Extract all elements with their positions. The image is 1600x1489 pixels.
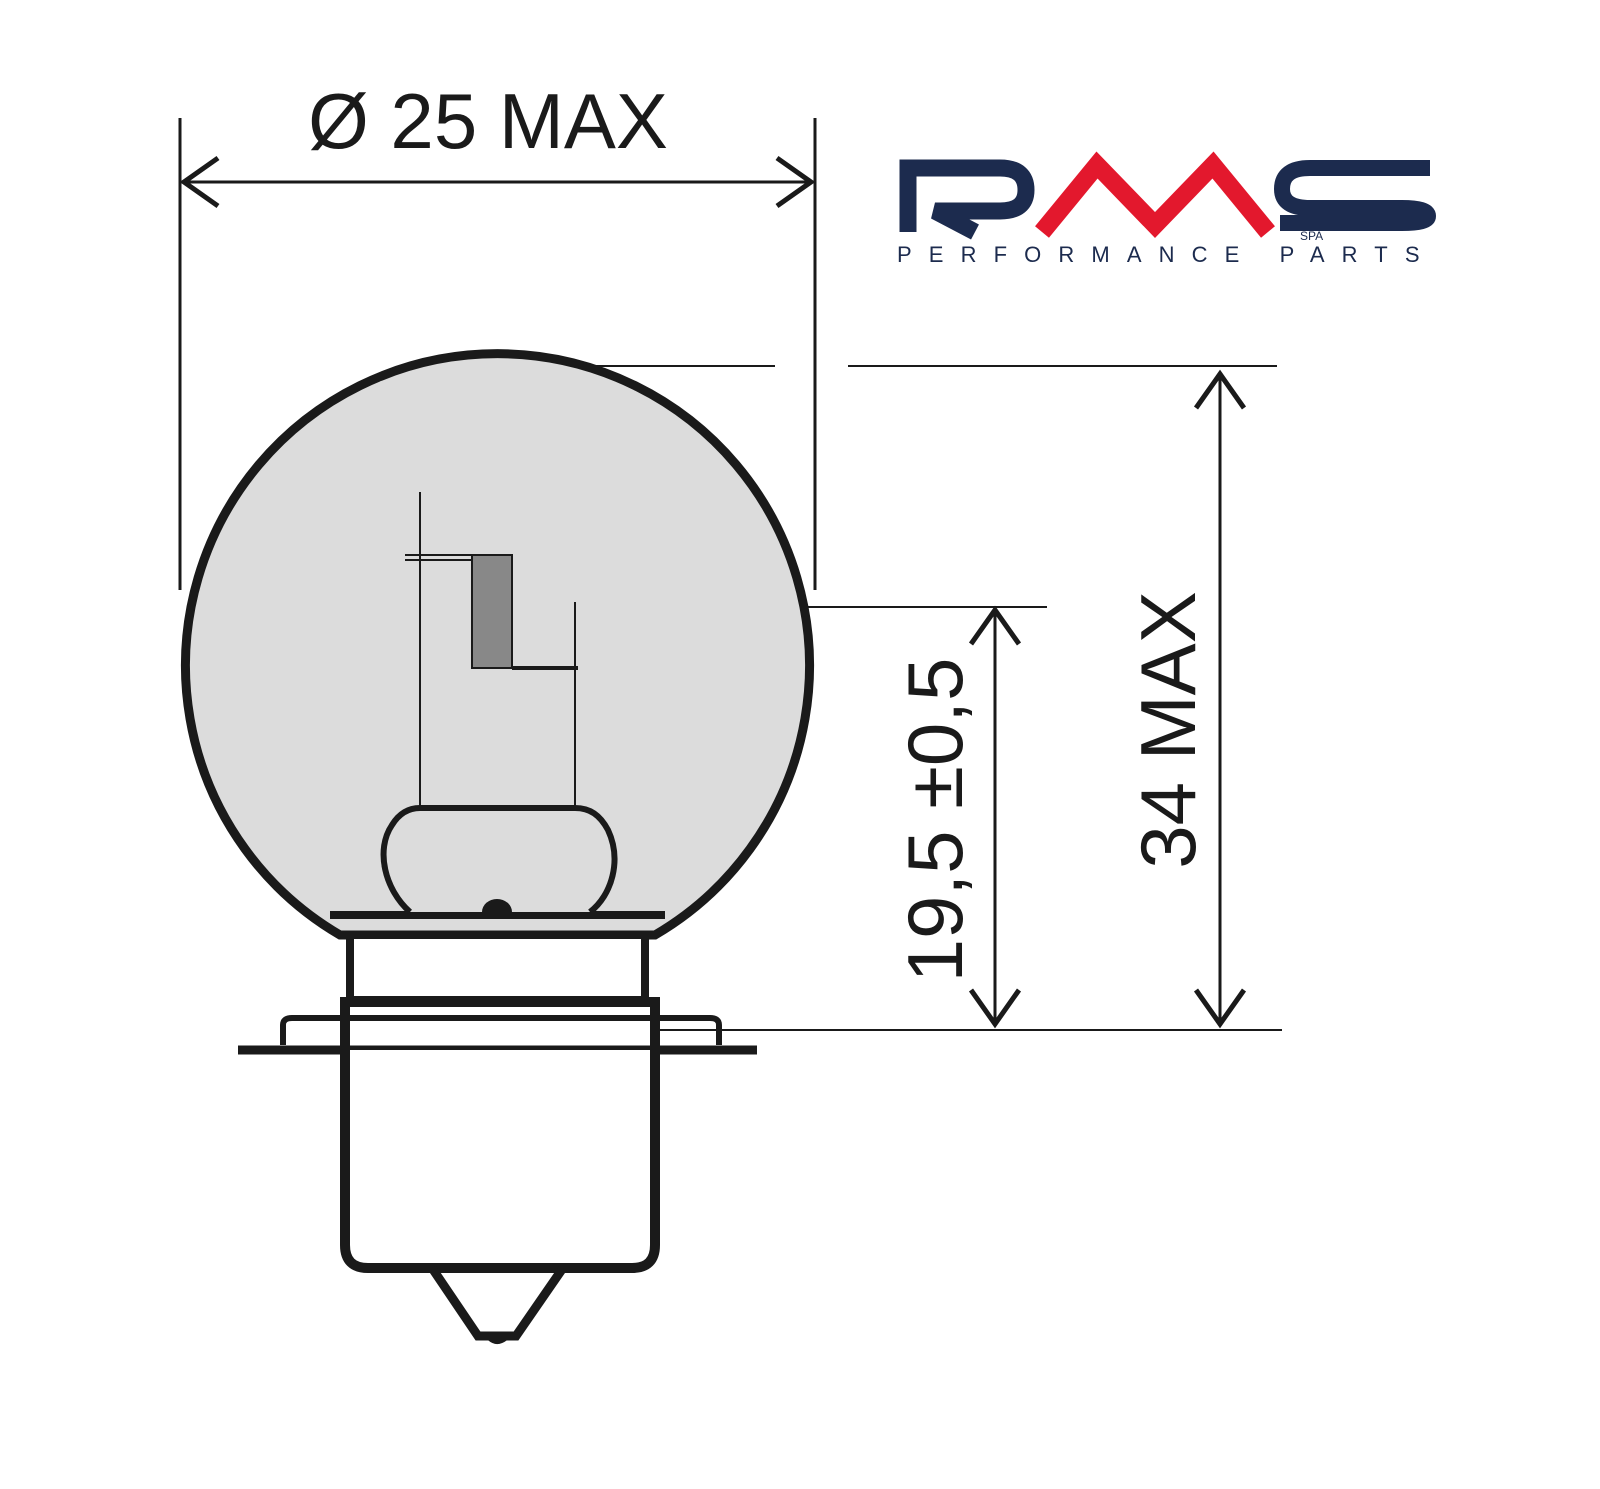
rms-logo: SPA PERFORMANCE PARTS (897, 151, 1436, 267)
filament (405, 492, 578, 812)
focal-dimension (968, 605, 1022, 1029)
logo-tagline: PERFORMANCE PARTS (897, 242, 1435, 267)
diameter-label: Ø 25 MAX (308, 77, 668, 165)
height-label: 34 MAX (1124, 591, 1212, 868)
focal-label: 19,5 ±0,5 (891, 658, 979, 983)
logo-letter-m (1035, 151, 1275, 238)
extension-lines (520, 365, 1282, 1031)
contact-dot (482, 899, 512, 912)
logo-letter-s (1274, 160, 1436, 231)
logo-suffix: SPA (1300, 229, 1323, 243)
glass-mount (380, 805, 618, 915)
diameter-dimension (178, 118, 817, 590)
logo-letter-r (899, 159, 1035, 240)
height-dimension (1193, 369, 1247, 1029)
bulb-base (238, 931, 757, 1344)
